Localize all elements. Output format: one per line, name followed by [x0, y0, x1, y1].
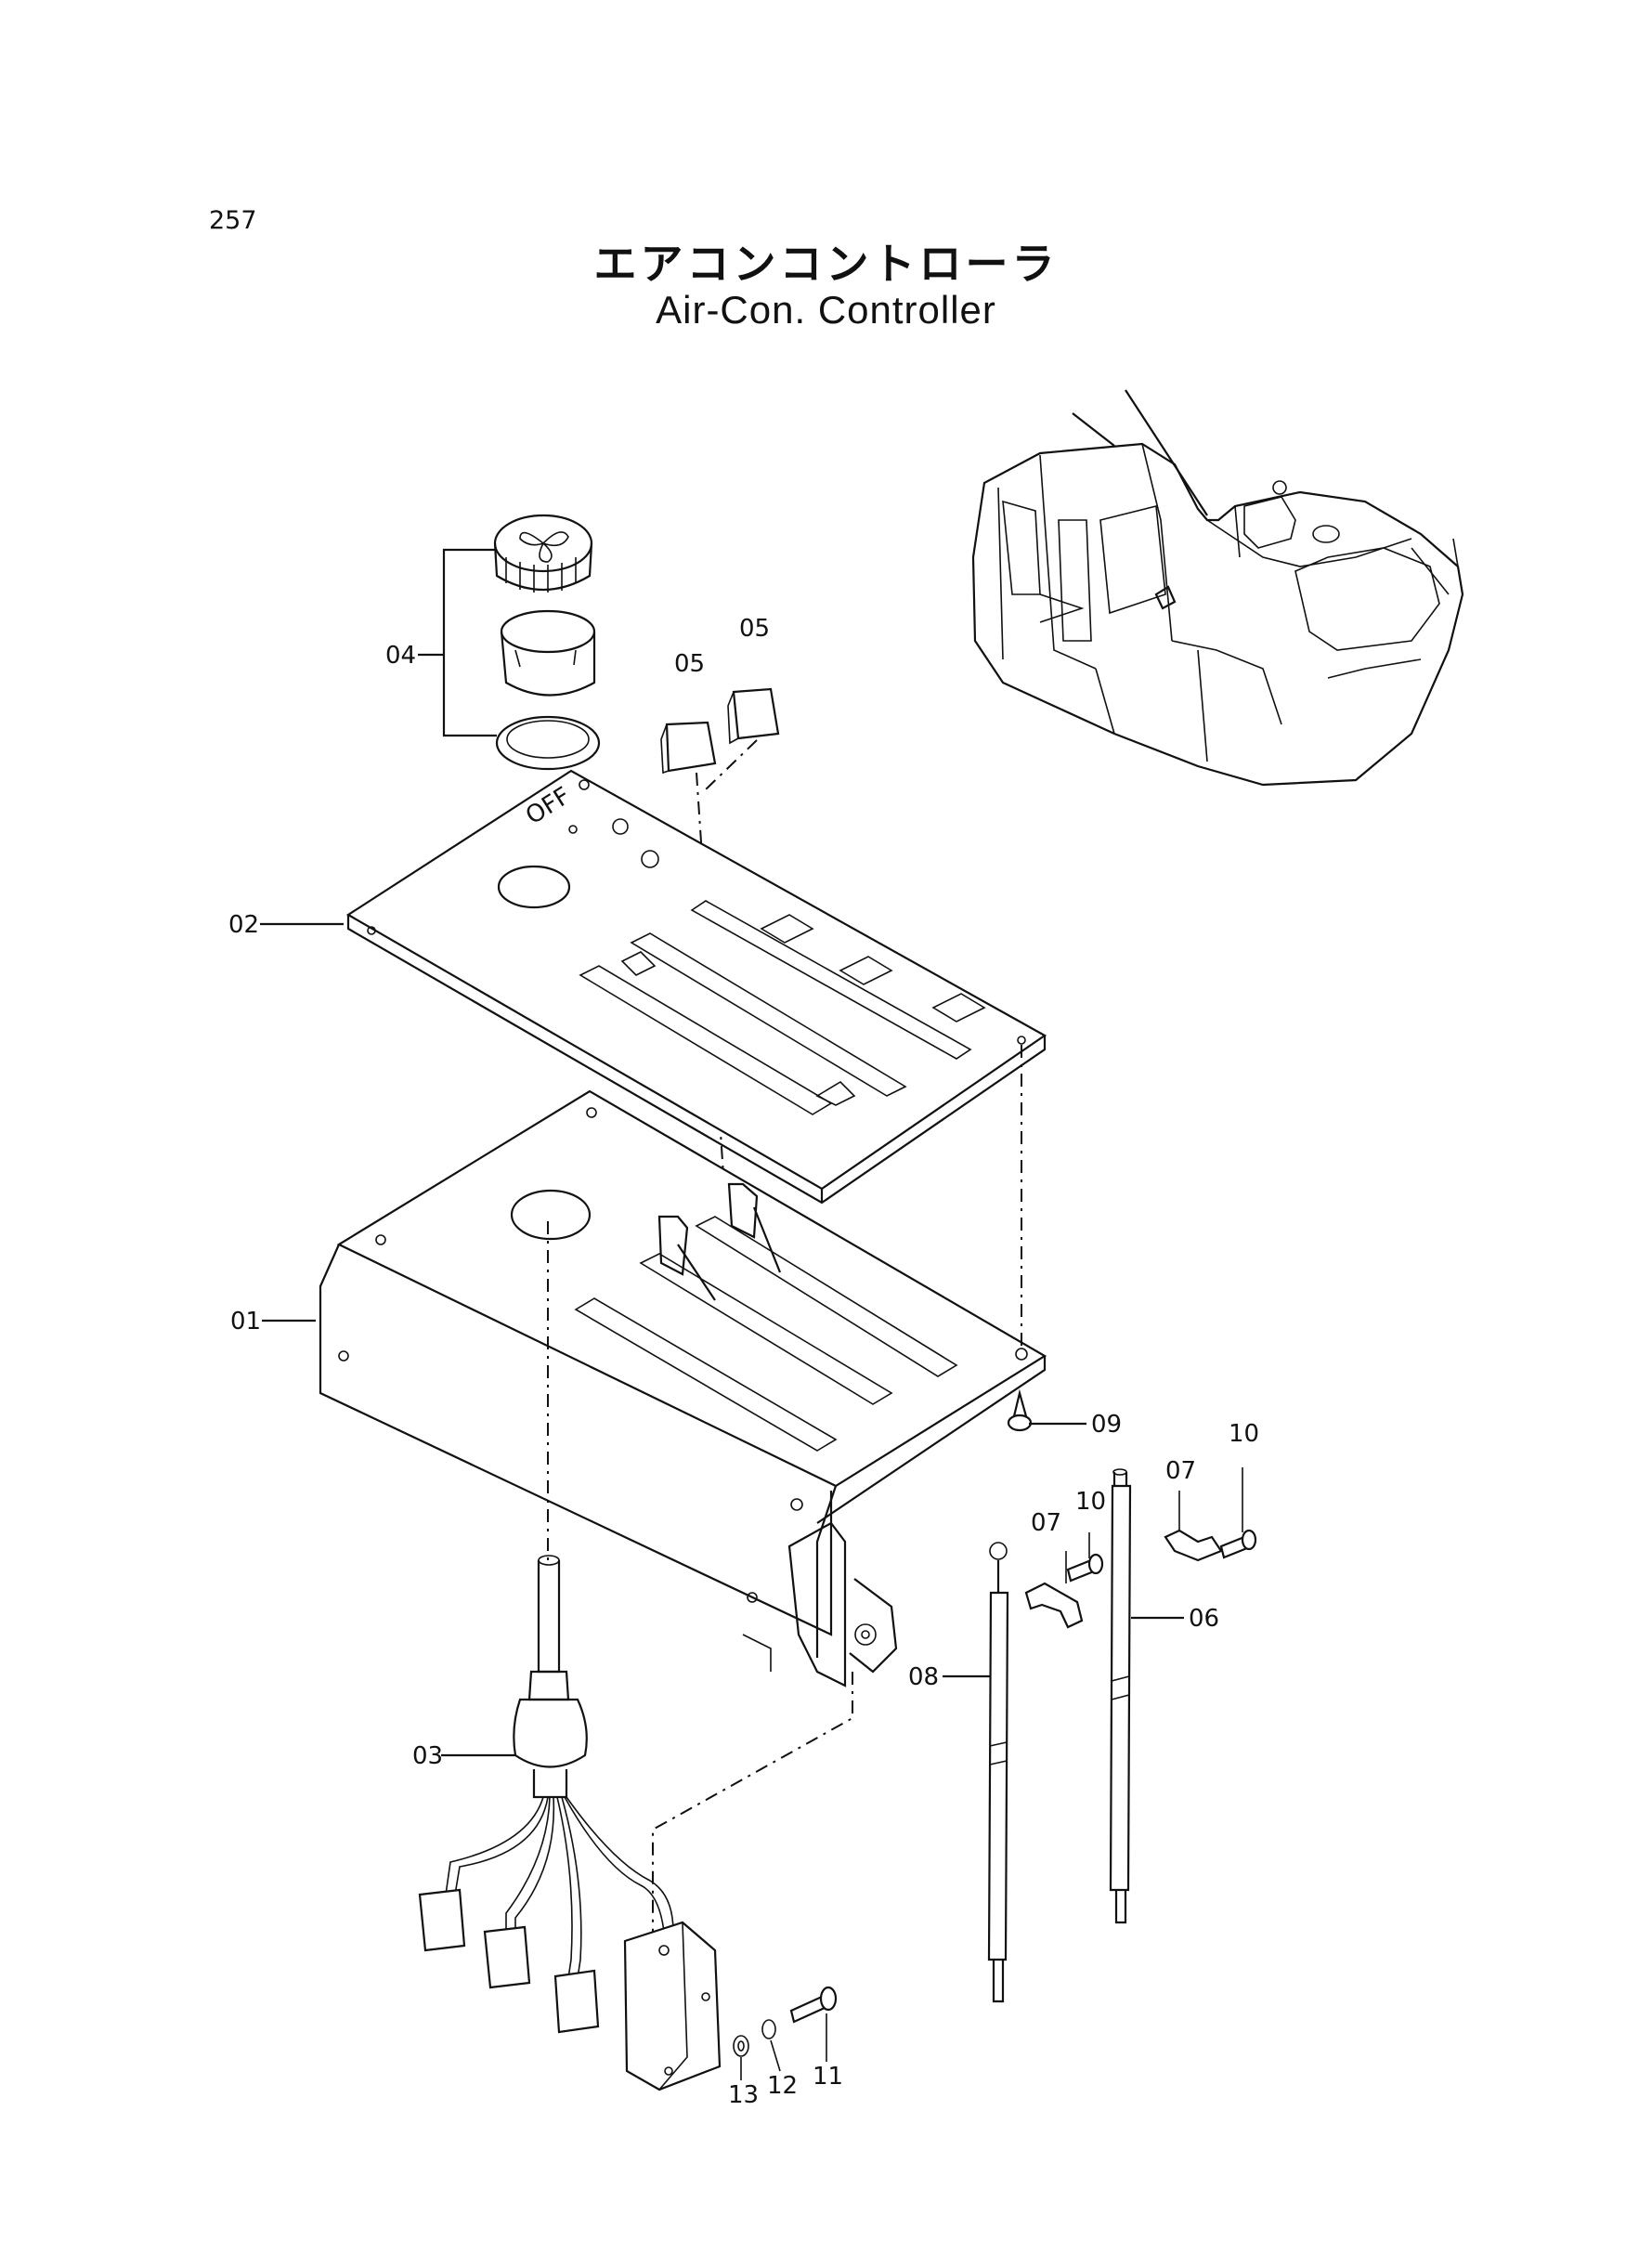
- callout-07-left: 07: [1031, 1509, 1061, 1537]
- callout-03: 03: [412, 1742, 443, 1770]
- callout-10-left: 10: [1075, 1488, 1106, 1516]
- page-title-japanese: エアコンコントローラ: [593, 239, 1059, 289]
- screw-09: [1007, 1388, 1033, 1432]
- callout-08: 08: [908, 1663, 939, 1691]
- callout-06: 06: [1189, 1605, 1219, 1633]
- callout-11: 11: [813, 2063, 843, 2091]
- callout-12: 12: [767, 2072, 798, 2100]
- callout-07-right: 07: [1165, 1457, 1196, 1485]
- page-title-english: Air-Con. Controller: [656, 288, 996, 332]
- callout-01: 01: [230, 1308, 261, 1335]
- fan-knob-assembly: [442, 514, 601, 771]
- callout-02: 02: [228, 911, 259, 939]
- page-number: 257: [209, 206, 257, 235]
- excavator-location-illustration: [971, 389, 1464, 787]
- control-rods: [987, 1468, 1132, 2003]
- callout-09: 09: [1091, 1411, 1122, 1439]
- callout-05-left: 05: [674, 650, 705, 678]
- cover-plate: OFF: [345, 769, 1047, 1205]
- callout-05-right: 05: [739, 615, 770, 643]
- callout-04: 04: [385, 642, 416, 670]
- callout-13: 13: [728, 2081, 759, 2109]
- callout-10-right: 10: [1229, 1420, 1259, 1448]
- callout-leaders: [260, 653, 1243, 2080]
- controller-case: [319, 1089, 1047, 1687]
- potentiometer-with-harness: [418, 1555, 722, 2091]
- screw-washer-set: [733, 1986, 838, 2057]
- rod-clamps: [1024, 1529, 1257, 1629]
